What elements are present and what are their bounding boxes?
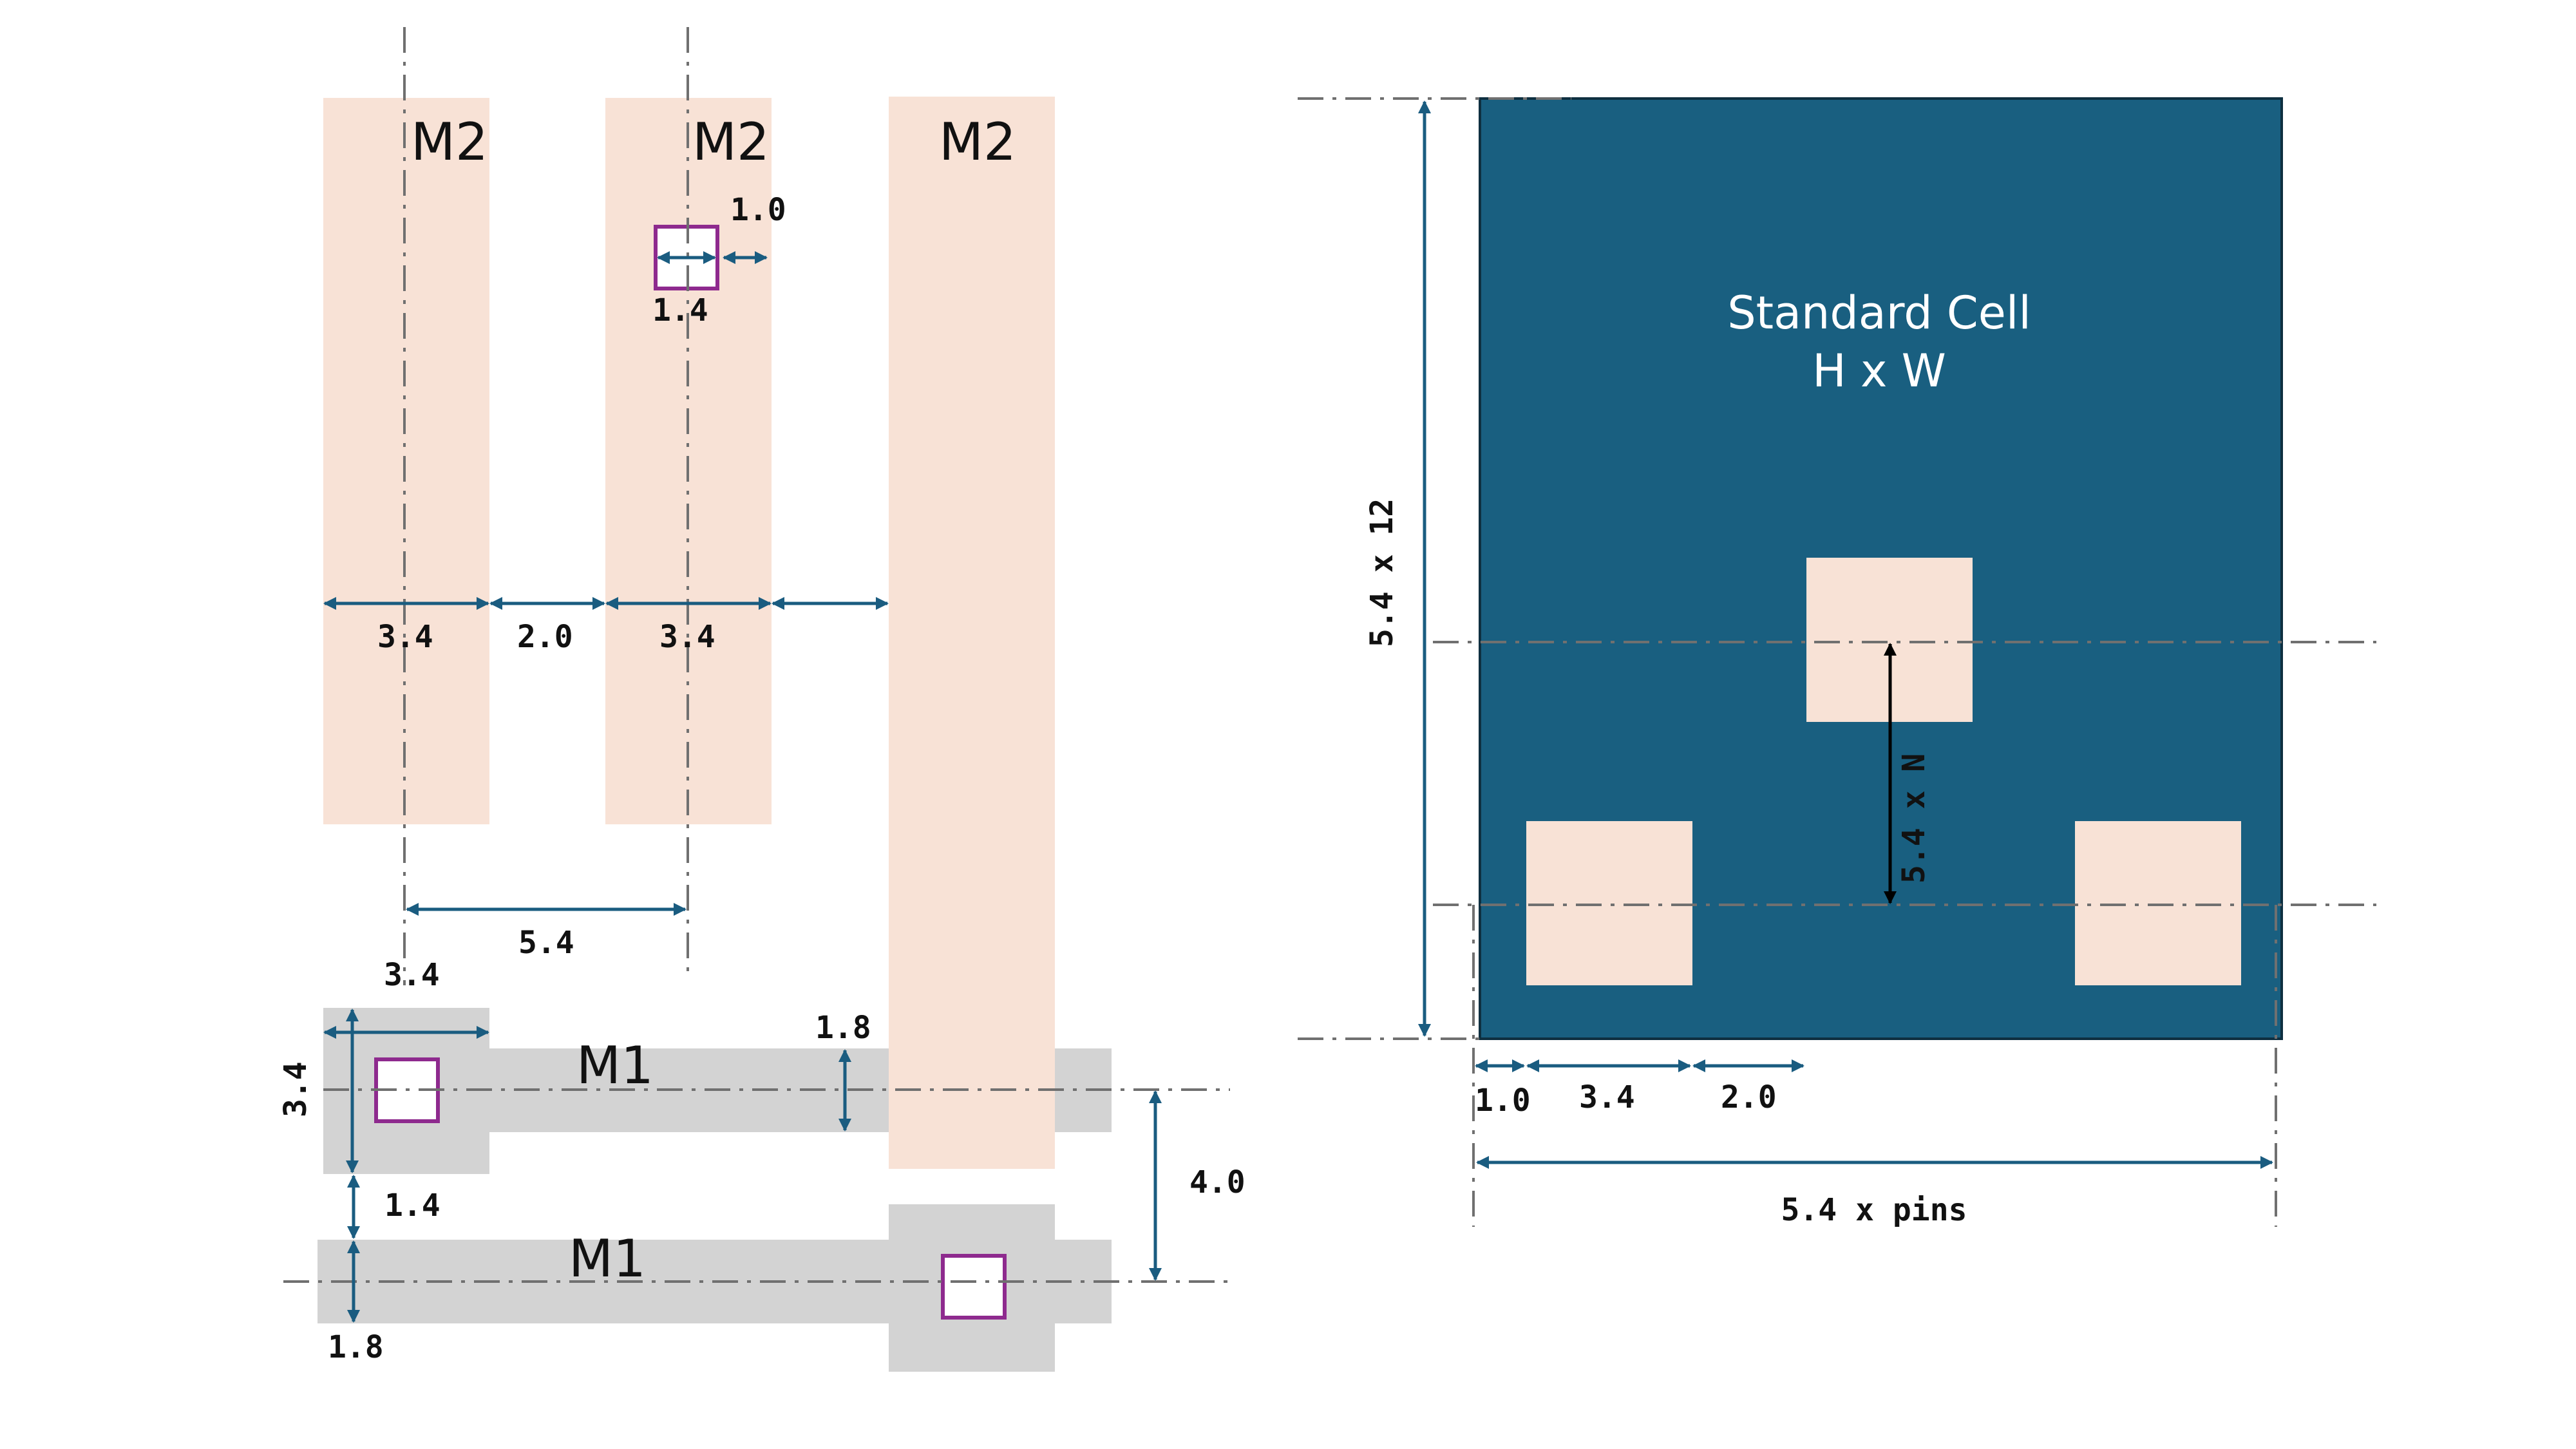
dim-label-via-width: 1.4 [652,292,708,328]
dim-label-m2-width-b: 3.4 [659,619,715,655]
cell-subtitle: H x W [1812,345,1946,397]
metal-routing-panel: M2 M2 M2 M1 M1 1.0 1.4 3.4 2.0 3.4 5.4 3… [278,27,1245,1372]
dim-label-pin-spacing: 2.0 [1721,1079,1777,1115]
via-pad-bottom [941,1254,1007,1320]
dim-label-m1-width-bottom: 1.8 [328,1329,384,1365]
cell-title: Standard Cell [1727,287,2031,339]
m1-label-top: M1 [576,1036,654,1095]
standard-cell-panel: Standard Cell H x W 5.4 x 12 5.4 x N 1.0… [1298,97,2376,1228]
m1-label-bottom: M1 [569,1229,646,1289]
dim-label-edge: 1.0 [1475,1083,1531,1119]
dim-label-m1-width-top: 1.8 [815,1010,871,1046]
dim-label-m2-width-a: 3.4 [377,619,433,655]
dim-label-via-spacing: 1.0 [730,192,786,228]
dim-label-pad-width: 3.4 [384,957,440,993]
dim-label-pin-width: 3.4 [1579,1079,1635,1115]
dim-label-pad-height: 3.4 [278,1061,314,1117]
m2-label-3: M2 [939,112,1016,172]
cell-pin-left [1526,821,1692,985]
dim-label-cell-height: 5.4 x 12 [1364,498,1400,647]
dim-label-pin-offset: 5.4 x N [1896,753,1932,884]
cell-pin-right [2075,821,2241,985]
m2-rail-3 [889,97,1055,1169]
dim-label-m1-pitch: 4.0 [1189,1164,1245,1200]
m2-label-1: M2 [411,112,488,172]
dim-label-m2-pitch: 5.4 [518,925,574,961]
dim-label-m2-spacing: 2.0 [517,619,573,655]
m2-rail-1 [323,98,489,824]
dim-label-cell-width: 5.4 x pins [1781,1192,1967,1228]
dim-label-m1-gap: 1.4 [384,1188,440,1224]
m2-label-2: M2 [692,112,770,172]
